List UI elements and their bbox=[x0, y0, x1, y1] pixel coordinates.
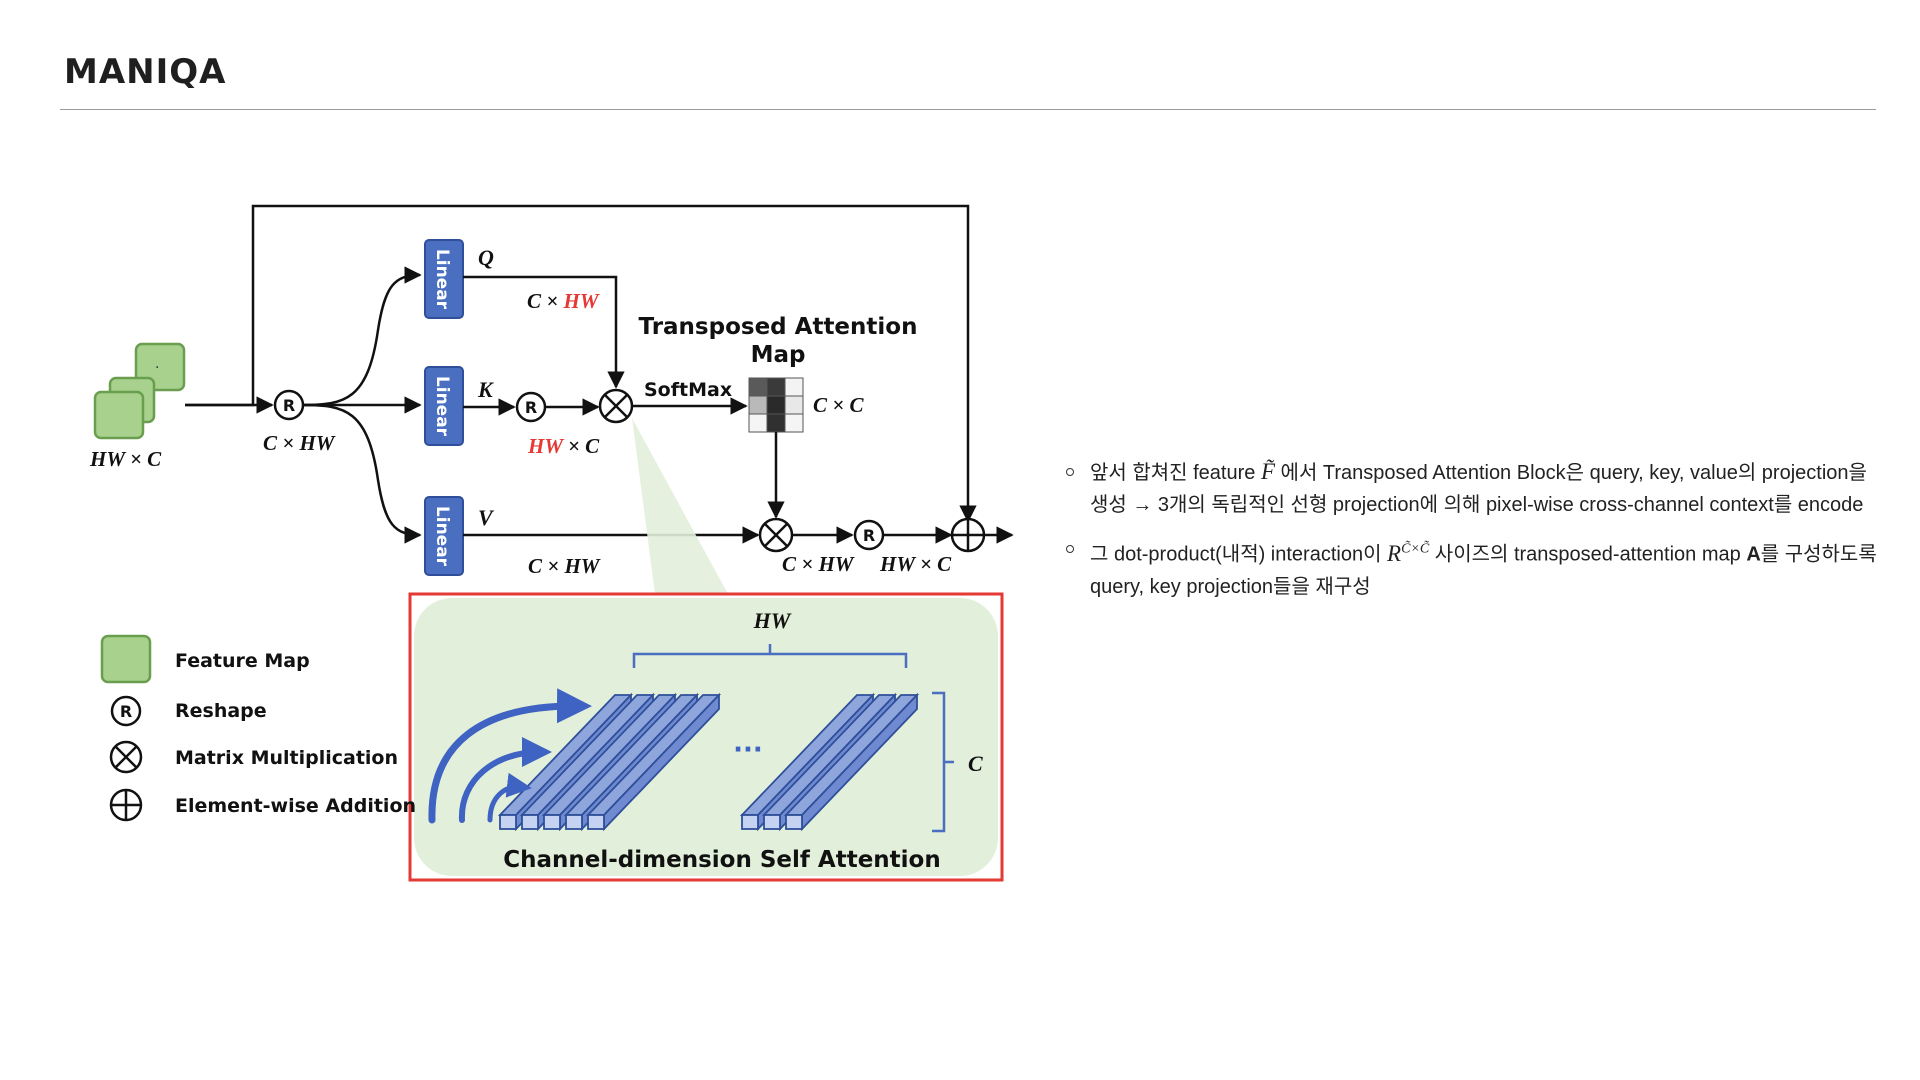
legend-reshape-label: Reshape bbox=[175, 700, 267, 722]
note-bullet-2: 그 dot-product(내적) interaction이 RC̃×C̃ 사이… bbox=[1066, 533, 1890, 603]
bars-ellipsis: ··· bbox=[733, 735, 763, 765]
v-label: V bbox=[478, 505, 495, 530]
q-label: Q bbox=[478, 245, 494, 270]
reshape-node-output: R bbox=[853, 519, 885, 551]
channel-bars-group-left bbox=[497, 692, 722, 832]
svg-text:Linear: Linear bbox=[432, 376, 452, 437]
svg-text:R: R bbox=[525, 398, 537, 417]
v-dim-label: C × HW bbox=[528, 554, 601, 578]
hw-brace bbox=[632, 644, 908, 668]
self-attention-panel-frame bbox=[408, 592, 1004, 882]
reshape-node-input: R bbox=[273, 389, 305, 421]
hw-brace-label: HW bbox=[753, 608, 792, 633]
q-path bbox=[463, 275, 625, 389]
legend-reshape-icon: R bbox=[110, 695, 142, 727]
k-label: K bbox=[477, 377, 494, 402]
out-dim-label-2: HW × C bbox=[879, 552, 952, 576]
softmax-label: SoftMax bbox=[644, 379, 732, 401]
title-divider bbox=[60, 109, 1876, 110]
reshape-node-k: R bbox=[515, 391, 547, 423]
svg-text:R: R bbox=[283, 396, 295, 415]
legend-feature-map-icon bbox=[100, 634, 152, 684]
input-dim-label: HW × C bbox=[89, 447, 162, 471]
legend-add-icon bbox=[109, 788, 143, 822]
explanation-notes: 앞서 합쳐진 feature F̃ 에서 Transposed Attentio… bbox=[1060, 456, 1890, 615]
c-brace bbox=[932, 691, 954, 833]
svg-text:Linear: Linear bbox=[432, 506, 452, 567]
q-dim-label: C × HW bbox=[527, 289, 600, 313]
channel-bars-group-right bbox=[739, 692, 920, 832]
element-add-node bbox=[950, 517, 986, 553]
c-brace-label: C bbox=[968, 751, 983, 776]
matmul-qk-node bbox=[598, 388, 634, 424]
branch-to-v bbox=[302, 403, 422, 544]
legend: Feature Map R Reshape Matrix Multiplicat… bbox=[100, 634, 416, 822]
svg-text:·: · bbox=[155, 360, 159, 376]
reshape-dim-label: C × HW bbox=[263, 431, 336, 455]
attention-map-grid bbox=[748, 377, 804, 433]
svg-text:R: R bbox=[863, 526, 875, 545]
out-dim-label-1: C × HW bbox=[782, 552, 855, 576]
linear-v-block: Linear bbox=[424, 496, 464, 576]
legend-add-label: Element-wise Addition bbox=[175, 795, 416, 817]
legend-matmul-icon bbox=[109, 740, 143, 774]
matmul-av-node bbox=[758, 517, 794, 553]
svg-text:R: R bbox=[120, 702, 132, 721]
self-attention-panel bbox=[414, 598, 998, 876]
linear-k-block: Linear bbox=[424, 366, 464, 446]
legend-matmul-label: Matrix Multiplication bbox=[175, 747, 398, 769]
svg-text:Linear: Linear bbox=[432, 249, 452, 310]
attention-curve-arrows bbox=[428, 688, 592, 824]
zoom-wedge bbox=[632, 418, 728, 594]
k-dim-label: HW × C bbox=[527, 434, 600, 458]
page-title: MANIQA bbox=[64, 52, 227, 92]
tam-title-line1: Transposed Attention bbox=[639, 314, 918, 340]
input-feature-map-icon: · bbox=[93, 342, 186, 440]
cc-dim-label: C × C bbox=[813, 393, 864, 417]
tam-title-line2: Map bbox=[751, 342, 806, 368]
self-attention-caption: Channel-dimension Self Attention bbox=[503, 847, 940, 873]
legend-feature-map-label: Feature Map bbox=[175, 650, 310, 672]
skip-connection-line bbox=[185, 204, 977, 523]
note-bullet-1: 앞서 합쳐진 feature F̃ 에서 Transposed Attentio… bbox=[1066, 456, 1890, 521]
linear-q-block: Linear bbox=[424, 239, 464, 319]
branch-to-q bbox=[302, 266, 422, 407]
